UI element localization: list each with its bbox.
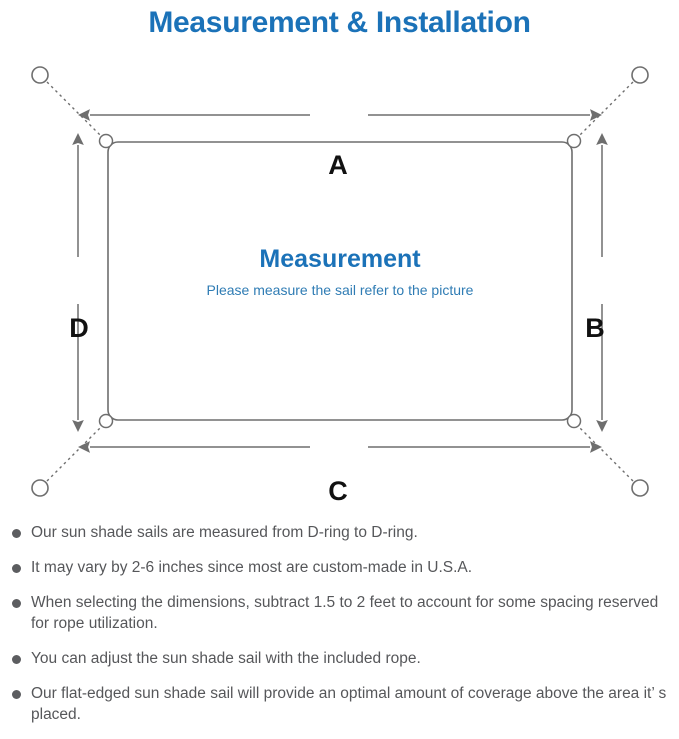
d-ring-bottom-left — [98, 413, 114, 429]
list-item: You can adjust the sun shade sail with t… — [0, 648, 679, 669]
anchor-point-top-left — [31, 66, 49, 84]
rope-bottom-right — [578, 426, 634, 482]
diagram-svg — [31, 66, 649, 497]
measurement-diagram: Measurement Please measure the sail refe… — [0, 52, 679, 512]
dimension-label-b: B — [585, 313, 605, 343]
bullet-icon — [12, 655, 21, 664]
bullet-icon — [12, 690, 21, 699]
measurement-heading: Measurement — [259, 245, 421, 273]
d-ring-bottom-right — [566, 413, 582, 429]
dimension-label-d: D — [69, 313, 89, 343]
list-item-text: It may vary by 2-6 inches since most are… — [31, 559, 473, 576]
list-item-text: Our sun shade sails are measured from D-… — [31, 524, 418, 541]
dimension-label-a: A — [328, 150, 348, 180]
notes-list: Our sun shade sails are measured from D-… — [0, 522, 679, 725]
anchor-point-bottom-left — [31, 479, 49, 497]
rope-top-left — [46, 81, 102, 137]
anchor-point-bottom-right — [631, 479, 649, 497]
list-item-text: When selecting the dimensions, subtract … — [31, 594, 659, 632]
diagram-center-label: Measurement Please measure the sail refe… — [108, 242, 572, 301]
dimension-label-c: C — [328, 476, 348, 506]
sail-rectangle — [107, 141, 573, 421]
list-item: Our flat-edged sun shade sail will provi… — [0, 683, 679, 725]
rope-bottom-left — [46, 426, 102, 482]
bullet-icon — [12, 599, 21, 608]
list-item: It may vary by 2-6 inches since most are… — [0, 557, 679, 578]
list-item: Our sun shade sails are measured from D-… — [0, 522, 679, 543]
page-title: Measurement & Installation — [148, 6, 531, 39]
d-ring-top-right — [566, 133, 582, 149]
d-ring-top-left — [98, 133, 114, 149]
rope-top-right — [578, 81, 634, 137]
list-item-text: Our flat-edged sun shade sail will provi… — [31, 685, 667, 723]
bullet-icon — [12, 564, 21, 573]
bullet-icon — [12, 529, 21, 538]
anchor-point-top-right — [631, 66, 649, 84]
measurement-subheading: Please measure the sail refer to the pic… — [206, 282, 474, 298]
list-item-text: You can adjust the sun shade sail with t… — [31, 650, 421, 667]
list-item: When selecting the dimensions, subtract … — [0, 592, 679, 634]
